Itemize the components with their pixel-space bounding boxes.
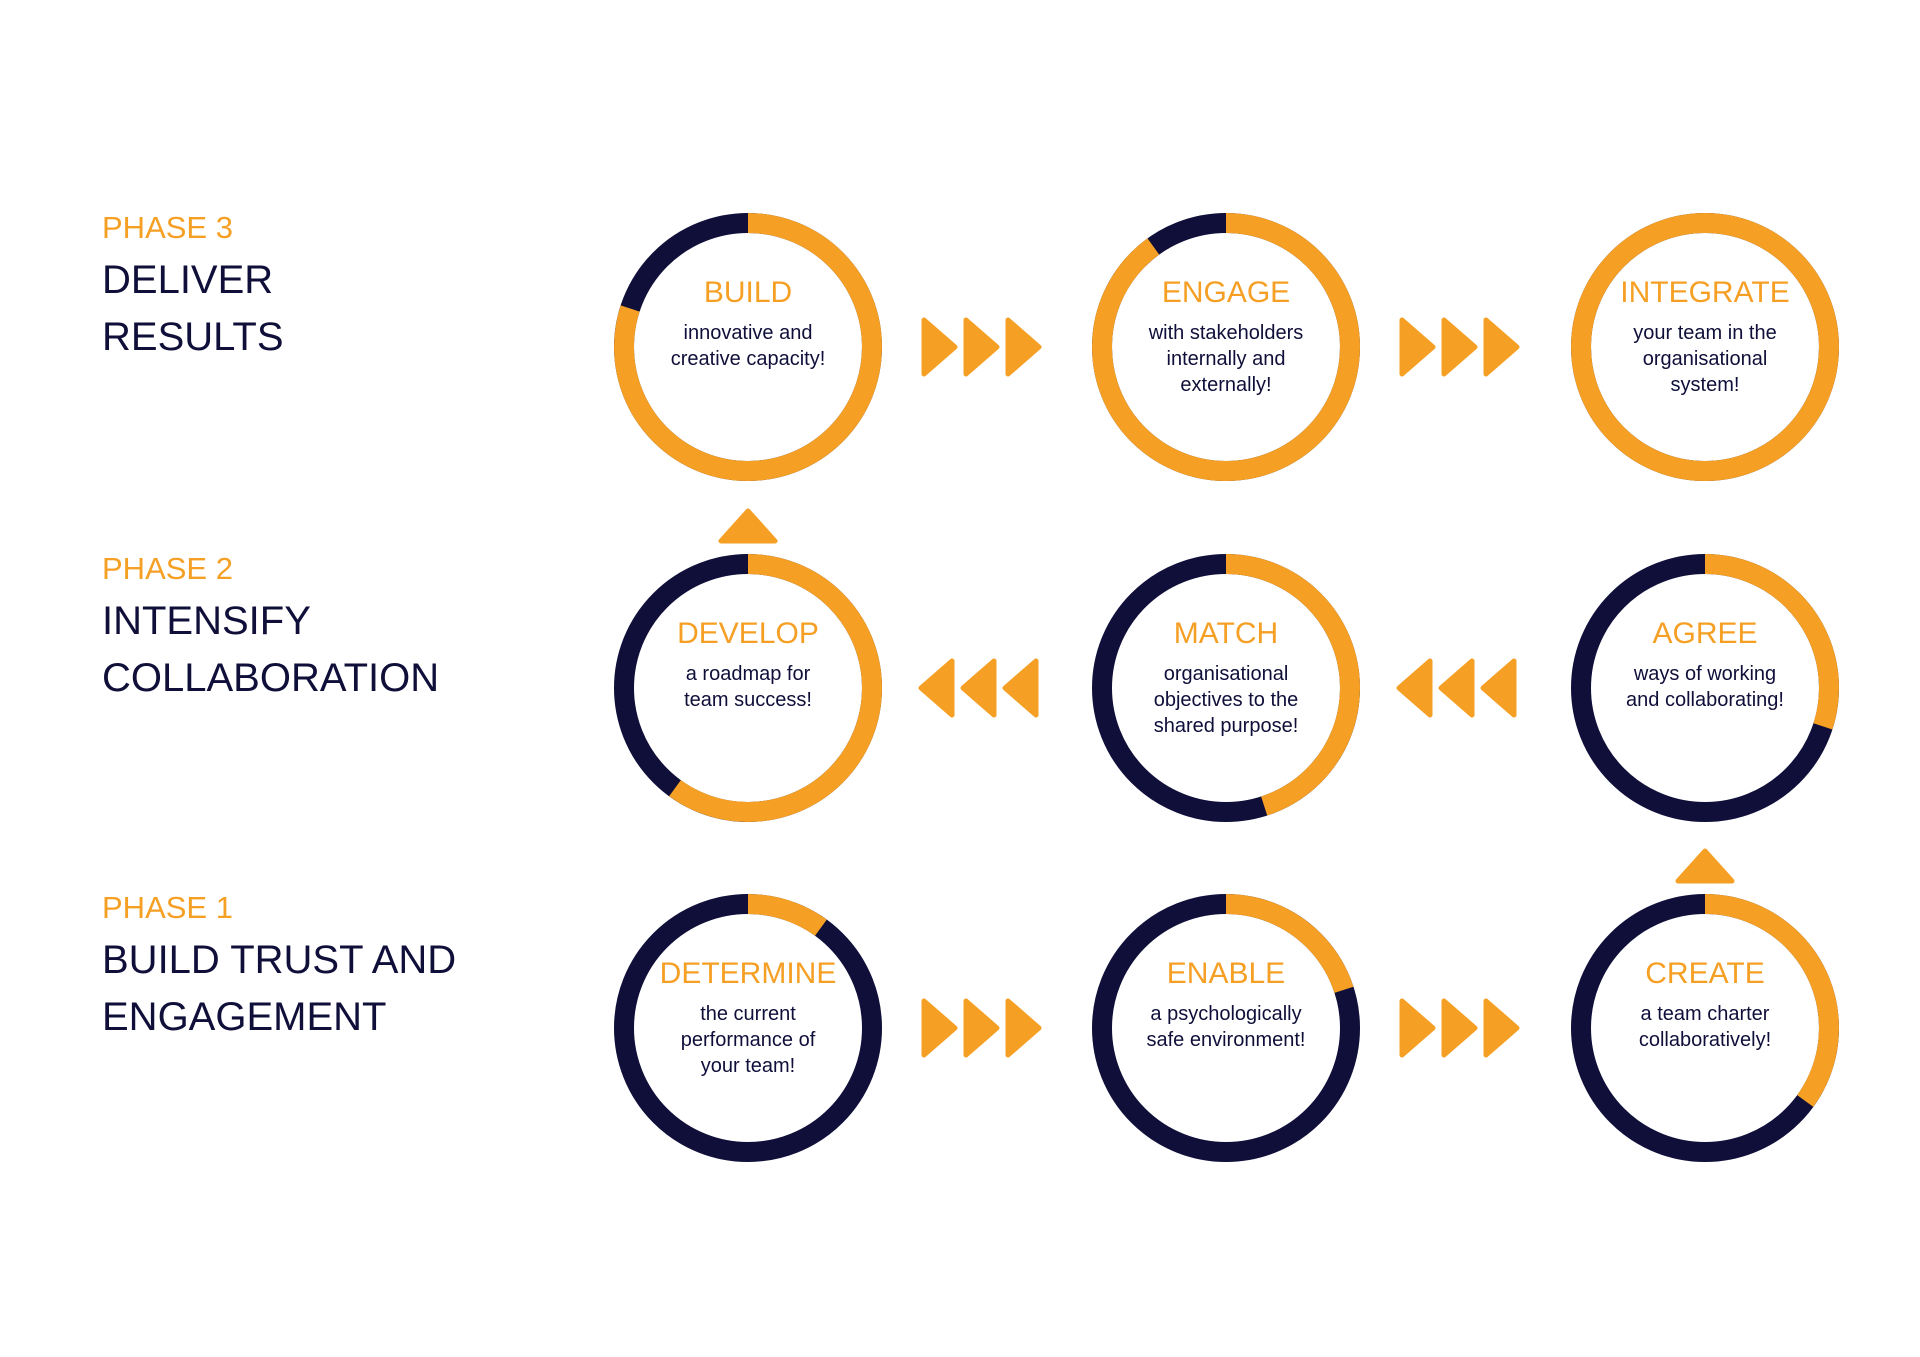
step-title: DETERMINE <box>660 957 837 990</box>
ring-progress <box>1571 554 1839 822</box>
arrow-up-icon <box>1675 848 1735 884</box>
phase-title-line: ENGAGEMENT <box>102 995 386 1039</box>
phase-label: PHASE 2 <box>102 551 233 586</box>
ring-progress <box>1092 894 1360 1162</box>
ring-track <box>614 894 882 1162</box>
step-text-line: ways of working <box>1633 663 1776 685</box>
step-determine: DETERMINE the current performance of your t… <box>614 894 882 1162</box>
step-agree: AGREE ways of working and collaborating! <box>1571 554 1839 822</box>
phase-labels: PHASE 3 DELIVER RESULTS PHASE 2 INTENSIFY COL… <box>102 210 456 1039</box>
chevron-right-icon <box>963 317 1000 377</box>
phase-title-line: COLLABORATION <box>102 656 439 700</box>
step-text-line: shared purpose! <box>1154 715 1299 737</box>
step-build: BUILD innovative and creative capacity! <box>614 213 882 481</box>
step-create: CREATE a team charter collaboratively! <box>1571 894 1839 1162</box>
step-enable: ENABLE a psychologically safe environment! <box>1092 894 1360 1162</box>
step-text-line: team success! <box>684 689 812 711</box>
chevron-right-icon <box>1399 317 1436 377</box>
chevron-right-icon <box>1483 998 1520 1058</box>
chevron-right-icon <box>921 317 958 377</box>
phase-title-line: INTENSIFY <box>102 599 311 643</box>
chevron-left-icon <box>918 658 955 718</box>
step-text-line: innovative and <box>684 322 813 344</box>
ring-progress <box>614 894 882 1162</box>
arrow-build-to-engage <box>921 317 1042 377</box>
ring-progress <box>614 213 882 481</box>
ring-progress <box>614 554 882 822</box>
ring-progress <box>1571 894 1839 1162</box>
phase-label: PHASE 3 <box>102 210 233 245</box>
phase-title-line: RESULTS <box>102 315 284 359</box>
step-text-line: organisational <box>1643 348 1768 370</box>
step-text-line: externally! <box>1180 374 1271 396</box>
step-title: INTEGRATE <box>1620 276 1789 309</box>
step-text-line: collaboratively! <box>1639 1029 1771 1051</box>
chevron-right-icon <box>1399 998 1436 1058</box>
step-integrate: INTEGRATE your team in the organisational s… <box>1571 213 1839 481</box>
step-text-line: your team in the <box>1633 322 1776 344</box>
phase-title-line: DELIVER <box>102 258 273 302</box>
arrow-up-icon <box>718 508 778 544</box>
step-text-line: with stakeholders <box>1148 322 1304 344</box>
step-text-line: the current <box>700 1003 796 1025</box>
step-title: ENGAGE <box>1162 276 1290 309</box>
step-title: AGREE <box>1652 617 1757 650</box>
chevron-right-icon <box>921 998 958 1058</box>
chevron-left-icon <box>1002 658 1039 718</box>
step-text-line: a roadmap for <box>686 663 811 685</box>
step-text-line: organisational <box>1164 663 1289 685</box>
chevron-right-icon <box>1441 998 1478 1058</box>
phase-phase-2: PHASE 2 INTENSIFY COLLABORATION <box>102 551 439 700</box>
step-title: MATCH <box>1174 617 1278 650</box>
arrow-engage-to-integrate <box>1399 317 1520 377</box>
step-develop: DEVELOP a roadmap for team success! <box>614 554 882 822</box>
step-match: MATCH organisational objectives to the shar… <box>1092 554 1360 822</box>
step-title: ENABLE <box>1167 957 1285 990</box>
step-text-line: a psychologically <box>1150 1003 1301 1025</box>
chevron-left-icon <box>1438 658 1475 718</box>
step-title: CREATE <box>1645 957 1764 990</box>
step-engage: ENGAGE with stakeholders internally and ext… <box>1092 213 1360 481</box>
ring-progress <box>1092 213 1360 481</box>
phase-label: PHASE 1 <box>102 890 233 925</box>
step-text-line: your team! <box>701 1055 795 1077</box>
phase-phase-3: PHASE 3 DELIVER RESULTS <box>102 210 284 359</box>
chevron-left-icon <box>1480 658 1517 718</box>
step-title: BUILD <box>704 276 792 309</box>
arrow-agree-to-match <box>1396 658 1517 718</box>
step-title: DEVELOP <box>677 617 819 650</box>
step-text-line: safe environment! <box>1147 1029 1306 1051</box>
chevron-right-icon <box>963 998 1000 1058</box>
step-text-line: system! <box>1671 374 1740 396</box>
ring-progress <box>1092 554 1360 822</box>
step-text-line: objectives to the <box>1154 689 1299 711</box>
phase-title-line: BUILD TRUST AND <box>102 938 456 982</box>
chevron-right-icon <box>1441 317 1478 377</box>
arrow-match-to-develop <box>918 658 1039 718</box>
chevron-right-icon <box>1005 998 1042 1058</box>
chevron-left-icon <box>960 658 997 718</box>
step-text-line: performance of <box>681 1029 816 1051</box>
step-text-line: creative capacity! <box>671 348 826 370</box>
arrow-determine-to-enable <box>921 998 1042 1058</box>
chevron-left-icon <box>1396 658 1433 718</box>
step-text-line: internally and <box>1167 348 1286 370</box>
step-text-line: and collaborating! <box>1626 689 1784 711</box>
chevron-right-icon <box>1483 317 1520 377</box>
arrow-enable-to-create <box>1399 998 1520 1058</box>
phase-phase-1: PHASE 1 BUILD TRUST AND ENGAGEMENT <box>102 890 456 1039</box>
chevron-right-icon <box>1005 317 1042 377</box>
step-text-line: a team charter <box>1641 1003 1770 1025</box>
flow-arrows <box>718 317 1735 1058</box>
ring-progress <box>1571 213 1839 481</box>
step-rings: BUILD innovative and creative capacity! ENG… <box>614 213 1839 1162</box>
